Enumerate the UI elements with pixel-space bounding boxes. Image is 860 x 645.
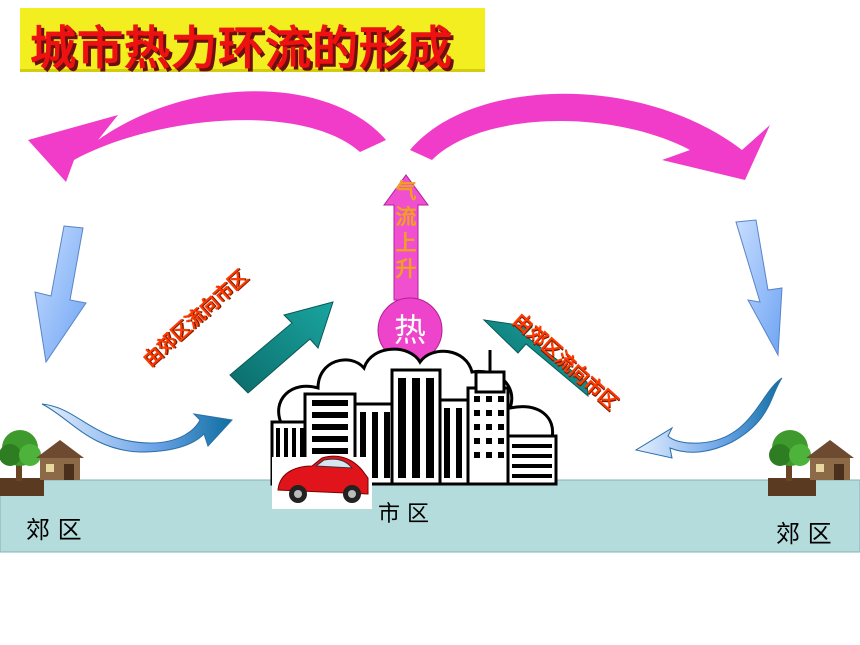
upper-flow-right-arrow xyxy=(410,93,770,180)
suburb-right-scene xyxy=(768,430,854,496)
rising-air-arrow xyxy=(383,174,429,301)
title-banner: 城市热力环流的形成 xyxy=(20,8,485,75)
building-windows xyxy=(276,378,552,478)
ground-band xyxy=(0,479,860,553)
red-car xyxy=(272,455,372,509)
suburb-left-scene xyxy=(0,430,84,496)
sink-arrow-right xyxy=(735,219,783,357)
suburb-right-label: 郊 区 xyxy=(776,520,832,548)
sink-arrow-left xyxy=(34,225,87,364)
rising-air-label: 气流上升 xyxy=(395,179,417,281)
upper-flow-left-arrow xyxy=(28,91,386,182)
heat-label: 热 xyxy=(393,311,426,349)
page-title: 城市热力环流的形成 xyxy=(30,21,453,75)
city-label: 市 区 xyxy=(378,502,429,527)
inflow-arrow-left xyxy=(229,301,334,394)
surface-flow-right-arrow xyxy=(634,377,783,459)
inflow-arrow-right xyxy=(482,319,589,398)
city-tower xyxy=(474,350,506,394)
surface-flow-left-arrow xyxy=(41,403,234,453)
suburb-left-label: 郊 区 xyxy=(26,516,82,544)
